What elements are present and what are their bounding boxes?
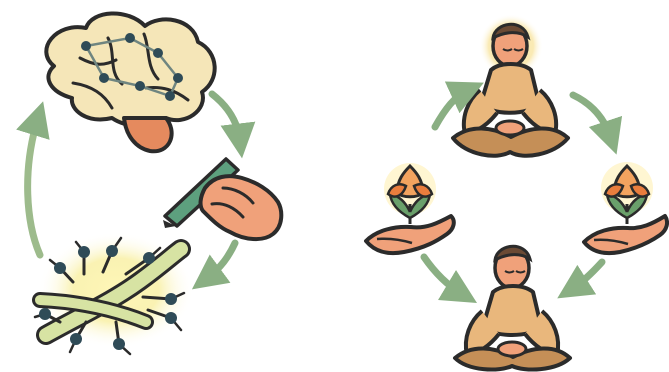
cycle-arrow-icon: [424, 257, 462, 294]
cycle-arrow-icon: [28, 118, 40, 255]
cycle-arrow-icon: [572, 262, 602, 289]
left-cycle: [28, 13, 282, 354]
hand-with-lotus-icon: [584, 162, 667, 253]
right-cycle: [366, 14, 667, 370]
meditating-person-icon: [455, 246, 570, 369]
cycle-arrow-icon: [206, 243, 235, 279]
hand-with-lotus-icon: [366, 163, 454, 253]
cycle-arrow-icon: [212, 94, 240, 141]
brain-icon: [46, 13, 214, 151]
meditating-person-icon: [453, 14, 568, 156]
neural-pathway-icon: [35, 232, 194, 354]
hand-with-pen-icon: [163, 159, 281, 239]
cycle-arrow-icon: [573, 95, 611, 138]
